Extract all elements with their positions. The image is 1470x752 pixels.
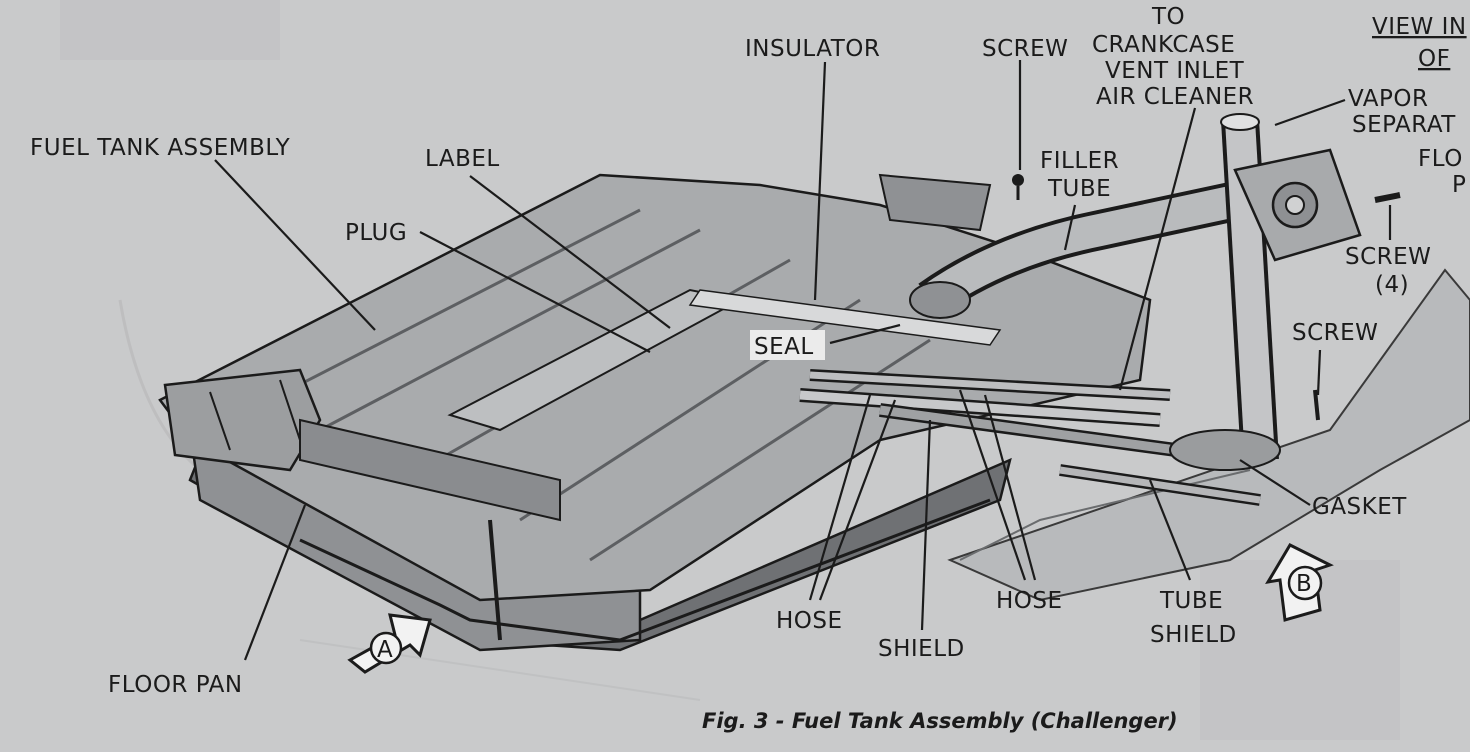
label-filler: FILLER [1040,148,1119,174]
label-screw-4: SCREW [1345,244,1431,270]
label-plug: PLUG [345,220,407,246]
filler-tube-drawing [909,113,1401,471]
label-to-crankcase-1: TO [1151,4,1185,30]
view-marker-b: B [1265,543,1334,622]
marker-b-text: B [1296,571,1312,597]
label-hose-left: HOSE [776,608,843,634]
label-screw-right: SCREW [1292,320,1378,346]
label-flo: FLO [1418,146,1463,172]
view-marker-a: A [347,613,432,674]
label-shield: SHIELD [878,636,965,662]
seal-label-backing [750,330,825,360]
label-to-crankcase-3: VENT INLET [1105,58,1245,84]
label-tube: TUBE [1047,176,1111,202]
label-hose-right: HOSE [996,588,1063,614]
figure-caption: Fig. 3 - Fuel Tank Assembly (Challenger) [702,709,1178,733]
fuel-tank-drawing [158,173,1152,652]
marker-a-text: A [377,637,393,663]
label-label: LABEL [425,146,500,172]
label-view-in: VIEW IN [1372,14,1467,40]
label-insulator: INSULATOR [745,36,880,62]
leader-lines [214,60,1392,661]
label-screw-4-count: (4) [1375,272,1409,298]
label-screw-top: SCREW [982,36,1068,62]
label-seal: SEAL [754,334,814,360]
label-view-of: OF [1418,46,1450,72]
callout-labels: FUEL TANK ASSEMBLY LABEL PLUG INSULATOR … [30,4,1467,698]
label-tube-shield-2: SHIELD [1150,622,1237,648]
label-flo-p: P [1452,172,1466,198]
label-floor-pan: FLOOR PAN [108,672,243,698]
label-tube-shield-1: TUBE [1159,588,1223,614]
label-to-crankcase-4: AIR CLEANER [1096,84,1254,110]
label-to-crankcase-2: CRANKCASE [1092,32,1235,58]
label-separator: SEPARAT [1352,112,1456,138]
label-vapor: VAPOR [1348,86,1428,112]
label-fuel-tank-assembly: FUEL TANK ASSEMBLY [30,135,291,161]
label-gasket: GASKET [1312,494,1407,520]
hose-and-shield-drawing [799,369,1261,506]
